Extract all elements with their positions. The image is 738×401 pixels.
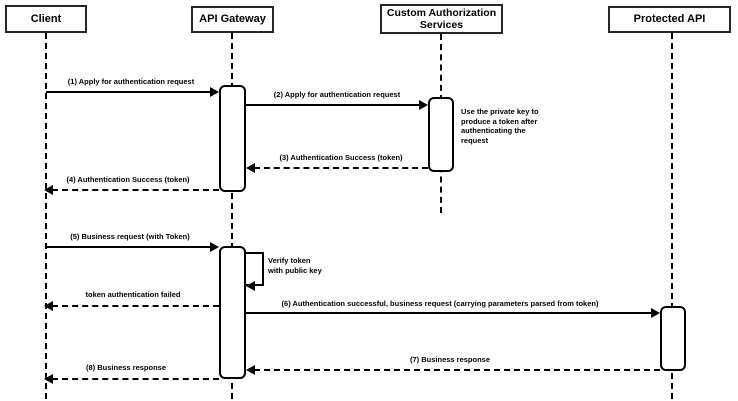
message-token-failed-arrowhead-icon	[44, 301, 53, 311]
participant-api-gateway-label: API Gateway	[199, 13, 266, 25]
message-8-label: (8) Business response	[85, 363, 167, 372]
message-3-arrow	[254, 167, 428, 169]
message-5-arrowhead-icon	[210, 242, 219, 252]
lifeline-api-gateway	[231, 33, 233, 399]
activation-api-gateway-2	[219, 246, 246, 379]
message-5-label: (5) Business request (with Token)	[70, 232, 190, 241]
message-4-arrow	[52, 189, 219, 191]
message-4-label: (4) Authentication Success (token)	[66, 175, 190, 184]
participant-api-gateway: API Gateway	[191, 6, 274, 33]
lifeline-client	[45, 33, 47, 399]
lifeline-protected-api	[671, 33, 673, 399]
activation-protected-api	[660, 306, 686, 371]
self-message-arrowhead-icon	[246, 281, 255, 291]
message-token-failed-label: token authentication failed	[85, 290, 181, 299]
message-1-arrowhead-icon	[210, 87, 219, 97]
message-4-arrowhead-icon	[44, 185, 53, 195]
message-2-arrow	[246, 104, 420, 106]
message-1-label: (1) Apply for authentication request	[67, 77, 195, 86]
message-6-arrow	[246, 312, 652, 314]
message-8-arrow	[52, 378, 219, 380]
message-7-arrowhead-icon	[246, 365, 255, 375]
participant-client: Client	[5, 5, 87, 33]
participant-custom-authorization-services-label: Custom Authorization Services	[386, 7, 497, 31]
participant-protected-api-label: Protected API	[633, 13, 706, 25]
message-5-arrow	[46, 246, 211, 248]
message-7-label: (7) Business response	[409, 355, 491, 364]
note-private-key: Use the private key to produce a token a…	[461, 107, 539, 145]
message-3-arrowhead-icon	[246, 163, 255, 173]
participant-client-label: Client	[30, 12, 62, 25]
message-7-arrow	[254, 369, 660, 371]
message-8-arrowhead-icon	[44, 374, 53, 384]
message-6-label: (6) Authentication successful, business …	[281, 299, 599, 308]
message-1-arrow	[46, 91, 211, 93]
activation-custom-authorization	[428, 97, 454, 172]
activation-api-gateway-1	[219, 85, 246, 192]
message-token-failed-arrow	[52, 305, 219, 307]
participant-protected-api: Protected API	[608, 6, 731, 33]
message-2-arrowhead-icon	[419, 100, 428, 110]
message-6-arrowhead-icon	[651, 308, 660, 318]
message-2-label: (2) Apply for authentication request	[273, 90, 401, 99]
self-message-loop	[246, 252, 264, 286]
message-3-label: (3) Authentication Success (token)	[279, 153, 403, 162]
participant-custom-authorization-services: Custom Authorization Services	[380, 4, 503, 34]
self-message-label: Verify token with public key	[268, 256, 322, 275]
